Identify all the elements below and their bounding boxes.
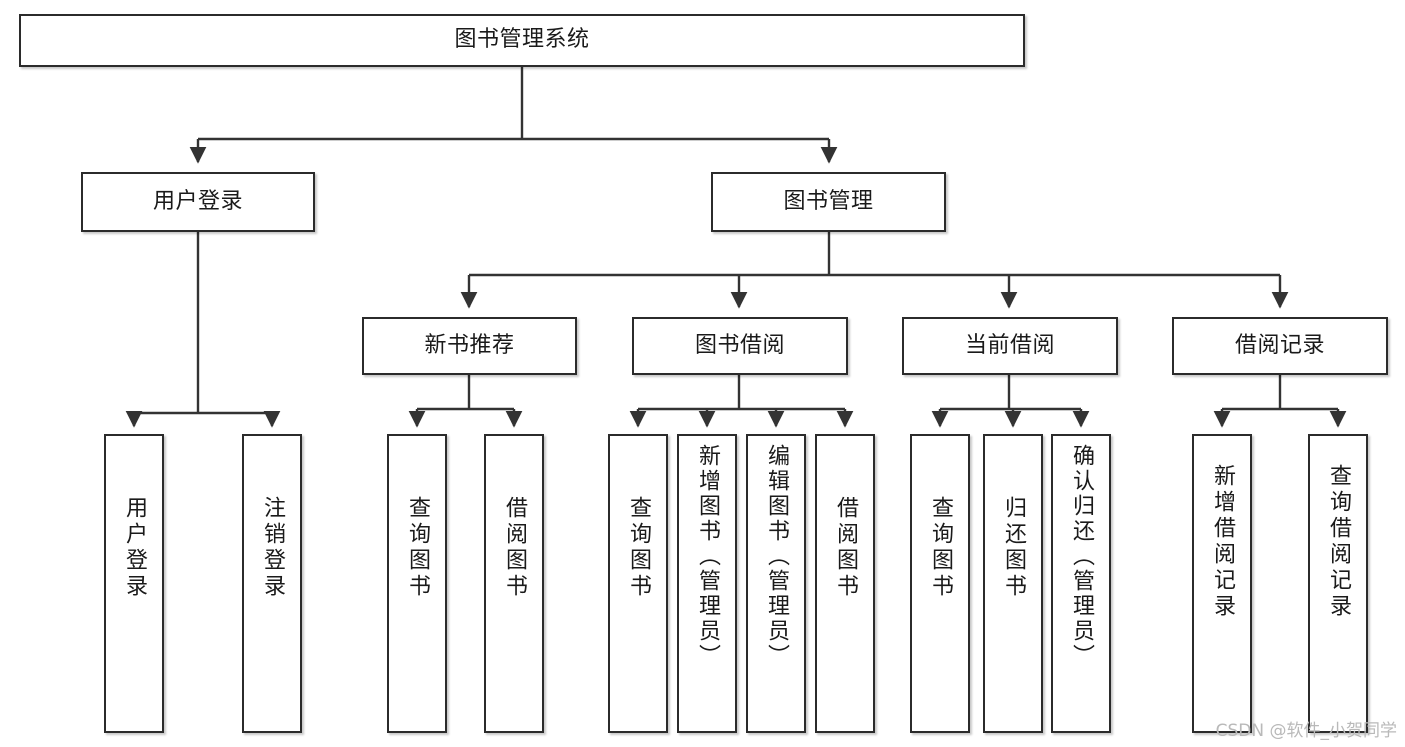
node-root-book-management-system[interactable]: 图书管理系统	[19, 14, 1025, 67]
node-label: 归还图书	[1001, 496, 1026, 600]
node-current-borrow[interactable]: 当前借阅	[902, 317, 1118, 375]
node-label: 当前借阅	[964, 332, 1055, 358]
node-label: 编辑图书（管理员）	[764, 444, 789, 669]
node-book-borrow[interactable]: 图书借阅	[632, 317, 848, 375]
node-label: 新书推荐	[424, 332, 515, 358]
leaf-borrow-books[interactable]: 借阅图书	[815, 434, 875, 733]
node-book-management[interactable]: 图书管理	[711, 172, 946, 232]
leaf-edit-book-admin[interactable]: 编辑图书（管理员）	[746, 434, 806, 733]
leaf-query-books-current[interactable]: 查询图书	[910, 434, 970, 733]
leaf-logout-login[interactable]: 注销登录	[242, 434, 302, 733]
leaf-user-login[interactable]: 用户登录	[104, 434, 164, 733]
node-label: 图书管理系统	[454, 27, 590, 53]
leaf-add-book-admin[interactable]: 新增图书（管理员）	[677, 434, 737, 733]
node-label: 注销登录	[260, 496, 285, 600]
node-label: 新增借阅记录	[1210, 464, 1235, 620]
leaf-confirm-return-admin[interactable]: 确认归还（管理员）	[1051, 434, 1111, 733]
node-label: 查询图书	[626, 496, 651, 600]
node-label: 确认归还（管理员）	[1069, 444, 1094, 669]
node-label: 用户登录	[122, 496, 147, 600]
csdn-watermark: CSDN @软件_小贺同学	[1215, 721, 1397, 741]
leaf-borrow-books-new-rec[interactable]: 借阅图书	[484, 434, 544, 733]
leaf-add-borrow-record[interactable]: 新增借阅记录	[1192, 434, 1252, 733]
node-user-login[interactable]: 用户登录	[81, 172, 315, 232]
node-label: 用户登录	[152, 188, 243, 214]
leaf-query-books-borrow[interactable]: 查询图书	[608, 434, 668, 733]
leaf-query-books-new-rec[interactable]: 查询图书	[387, 434, 447, 733]
node-label: 借阅图书	[502, 496, 527, 600]
leaf-query-borrow-record[interactable]: 查询借阅记录	[1308, 434, 1368, 733]
node-label: 查询图书	[405, 496, 430, 600]
node-label: 借阅图书	[833, 496, 858, 600]
node-label: 图书借阅	[694, 332, 785, 358]
node-label: 查询借阅记录	[1326, 464, 1351, 620]
node-new-book-recommendation[interactable]: 新书推荐	[362, 317, 577, 375]
node-label: 新增图书（管理员）	[695, 444, 720, 669]
leaf-return-books[interactable]: 归还图书	[983, 434, 1043, 733]
node-label: 查询图书	[928, 496, 953, 600]
node-label: 图书管理	[783, 188, 874, 214]
node-borrow-record[interactable]: 借阅记录	[1172, 317, 1388, 375]
node-label: 借阅记录	[1234, 332, 1325, 358]
